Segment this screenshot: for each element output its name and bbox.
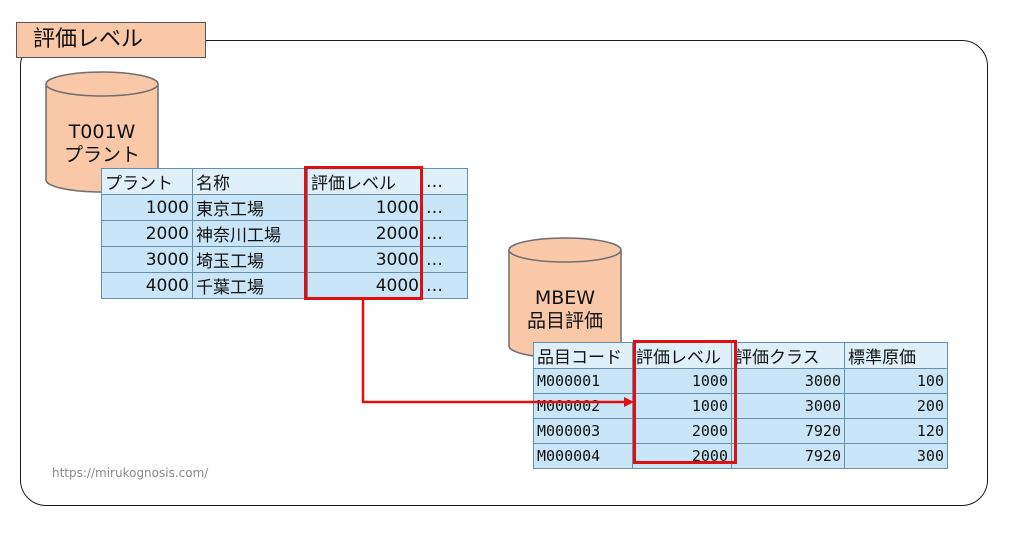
table-cell: 300 bbox=[844, 443, 948, 469]
table-cell: … bbox=[422, 272, 468, 299]
plant-db-description: プラント bbox=[63, 144, 140, 166]
table-row: M000004 2000 7920 300 bbox=[533, 443, 948, 469]
table-header-row: プラント 名称 評価レベル … bbox=[101, 168, 468, 195]
table-row: M000003 2000 7920 120 bbox=[533, 418, 948, 444]
column-header: 評価レベル bbox=[632, 342, 732, 369]
plant-db-label: T001W プラント bbox=[44, 121, 160, 167]
table-cell: 7920 bbox=[731, 418, 845, 444]
plant-db-table-name: T001W bbox=[68, 121, 136, 143]
table-cell: M000001 bbox=[533, 368, 633, 394]
table-cell: 東京工場 bbox=[192, 194, 308, 221]
table-cell: 100 bbox=[844, 368, 948, 394]
table-cell: M000004 bbox=[533, 443, 633, 469]
table-cell: 200 bbox=[844, 393, 948, 419]
column-header: 評価レベル bbox=[307, 168, 423, 195]
plant-table: プラント 名称 評価レベル … 1000 東京工場 1000 … 2000 神奈… bbox=[101, 168, 468, 299]
table-cell: 埼玉工場 bbox=[192, 246, 308, 273]
table-cell: 1000 bbox=[307, 194, 423, 221]
column-header: … bbox=[422, 168, 468, 195]
mbew-db-cylinder bbox=[508, 237, 622, 359]
mbew-db-table-name: MBEW bbox=[534, 287, 596, 309]
table-cell: 2000 bbox=[632, 443, 732, 469]
arrow-head-icon bbox=[624, 397, 634, 407]
table-cell: 7920 bbox=[731, 443, 845, 469]
column-header: 評価クラス bbox=[731, 342, 845, 369]
table-row: 4000 千葉工場 4000 … bbox=[101, 272, 468, 299]
table-cell: 3000 bbox=[731, 368, 845, 394]
table-cell: 神奈川工場 bbox=[192, 220, 308, 247]
mbew-valuation-level-highlight bbox=[633, 340, 737, 464]
table-cell: 2000 bbox=[101, 220, 193, 247]
diagram-title: 評価レベル bbox=[16, 22, 206, 58]
source-url: https://mirukognosis.com/ bbox=[52, 466, 209, 480]
table-cell: 千葉工場 bbox=[192, 272, 308, 299]
table-cell: 3000 bbox=[307, 246, 423, 273]
column-header: 標準原価 bbox=[844, 342, 948, 369]
table-cell: 2000 bbox=[307, 220, 423, 247]
table-row: M000001 1000 3000 100 bbox=[533, 368, 948, 394]
table-row: 3000 埼玉工場 3000 … bbox=[101, 246, 468, 273]
table-cell: … bbox=[422, 246, 468, 273]
table-row: 1000 東京工場 1000 … bbox=[101, 194, 468, 221]
mbew-db-description: 品目評価 bbox=[526, 310, 603, 332]
mbew-db-label: MBEW 品目評価 bbox=[507, 287, 623, 333]
table-cell: 4000 bbox=[101, 272, 193, 299]
mbew-table: 品目コード 評価レベル 評価クラス 標準原価 M000001 1000 3000… bbox=[533, 342, 948, 469]
plant-valuation-level-highlight bbox=[304, 166, 423, 300]
table-row: 2000 神奈川工場 2000 … bbox=[101, 220, 468, 247]
